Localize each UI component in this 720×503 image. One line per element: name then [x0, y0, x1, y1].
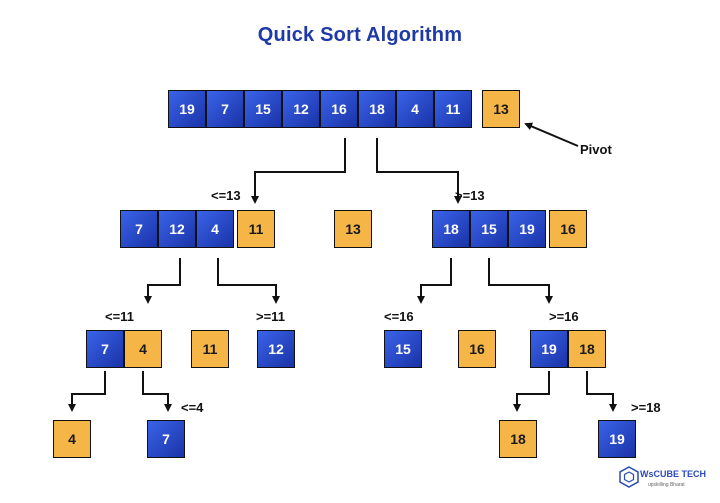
array-cell: 18 [358, 90, 396, 128]
hexagon-logo-icon [619, 466, 639, 488]
array-cell: 7 [120, 210, 158, 248]
sorted-cell: 19 [598, 420, 636, 458]
sorted-cell: 7 [147, 420, 185, 458]
array-cell: 12 [158, 210, 196, 248]
array-cell: 11 [434, 90, 472, 128]
placed-pivot-cell: 11 [191, 330, 229, 368]
partition-label-ge13: >=13 [455, 188, 485, 203]
array-cell: 7 [206, 90, 244, 128]
array-cell: 15 [384, 330, 422, 368]
pivot-cell: 16 [549, 210, 587, 248]
array-cell: 4 [196, 210, 234, 248]
array-cell: 18 [432, 210, 470, 248]
array-cell: 15 [244, 90, 282, 128]
pivot-cell: 18 [568, 330, 606, 368]
sorted-cell: 18 [499, 420, 537, 458]
array-cell: 19 [168, 90, 206, 128]
pivot-label: Pivot [580, 142, 612, 157]
partition-label-ge11: >=11 [256, 309, 285, 324]
pivot-cell: 13 [482, 90, 520, 128]
array-cell: 4 [396, 90, 434, 128]
pivot-cell: 4 [124, 330, 162, 368]
pivot-cell: 11 [237, 210, 275, 248]
array-cell: 12 [257, 330, 295, 368]
logo-tagline: upskilling Bharat [648, 482, 685, 488]
array-cell: 19 [530, 330, 568, 368]
partition-label-le16: <=16 [384, 309, 414, 324]
partition-label-ge18: >=18 [631, 400, 661, 415]
placed-pivot-cell: 16 [458, 330, 496, 368]
brand-logo: WsCUBE TECH upskilling Bharat [618, 462, 714, 496]
array-cell: 7 [86, 330, 124, 368]
diagram-title: Quick Sort Algorithm [257, 24, 463, 46]
sorted-cell: 4 [53, 420, 91, 458]
partition-label-le4: <=4 [181, 400, 204, 415]
array-cell: 19 [508, 210, 546, 248]
partition-label-le13: <=13 [211, 188, 241, 203]
array-cell: 16 [320, 90, 358, 128]
partition-label-ge16: >=16 [549, 309, 579, 324]
partition-label-le11: <=11 [105, 309, 134, 324]
array-cell: 12 [282, 90, 320, 128]
placed-pivot-cell: 13 [334, 210, 372, 248]
array-cell: 15 [470, 210, 508, 248]
logo-name: WsCUBE TECH [640, 469, 707, 479]
